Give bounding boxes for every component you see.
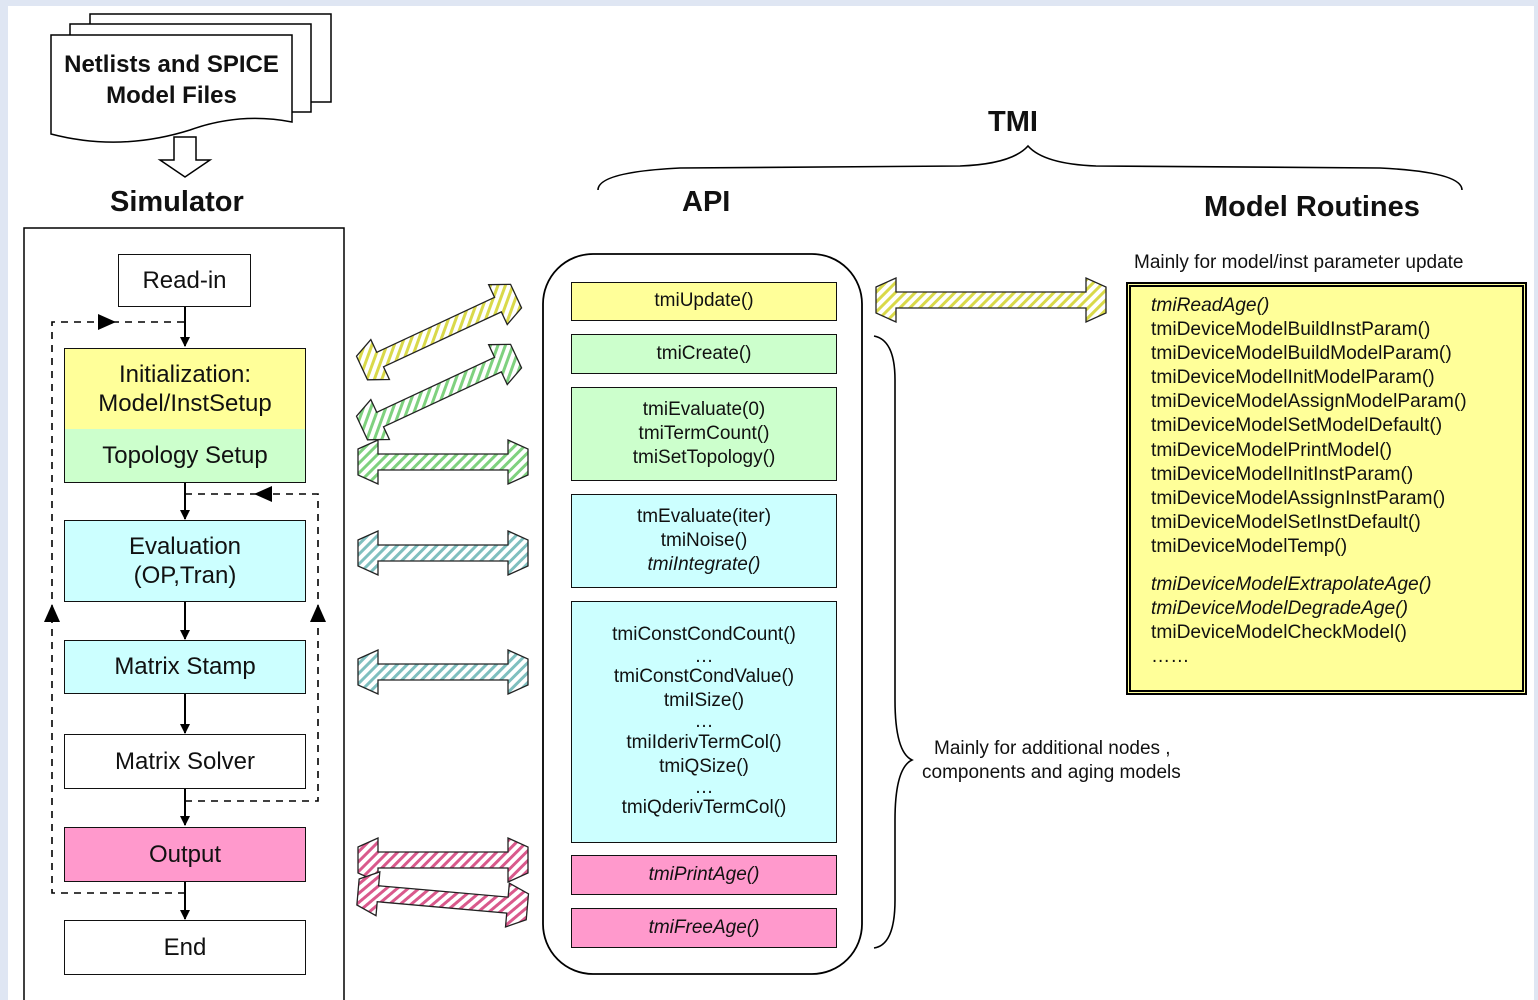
evaluation-line2: (OP,Tran) <box>133 562 237 589</box>
param-update-note: Mainly for model/inst parameter update <box>1134 252 1464 273</box>
api-ellipsis-1: … <box>694 645 714 667</box>
routine-set-model-default: tmiDeviceModelSetModelDefault() <box>1151 415 1443 437</box>
api-evaluate-iter: tmEvaluate(iter) <box>636 505 772 527</box>
api-group-brace <box>873 335 914 949</box>
api-ellipsis-3: … <box>694 777 714 799</box>
netlist-files-label: Netlists and SPICE Model Files <box>51 49 292 111</box>
routine-init-model-param: tmiDeviceModelInitModelParam() <box>1151 367 1435 389</box>
routine-set-inst-default: tmiDeviceModelSetInstDefault() <box>1151 511 1421 533</box>
document-stack-icon <box>50 13 332 143</box>
api-free-age-box: tmiFreeAge() <box>571 908 837 948</box>
api-free-age: tmiFreeAge() <box>648 916 760 938</box>
arrow-output-free <box>356 870 530 928</box>
matrix-solver-step: Matrix Solver <box>64 734 306 789</box>
api-cond-box: tmiConstCondCount() … tmiConstCondValue(… <box>571 601 837 843</box>
arrow-output-print <box>357 836 529 884</box>
netlist-files-line2: Model Files <box>106 82 237 110</box>
interface-arrows <box>355 276 1107 928</box>
simulator-heading: Simulator <box>110 186 244 218</box>
topology-setup-step: Topology Setup <box>64 429 306 483</box>
additional-nodes-line1: Mainly for additional nodes , <box>934 738 1171 759</box>
loop-arrowheads <box>44 314 326 622</box>
tmi-heading: TMI <box>988 106 1038 138</box>
api-print-age: tmiPrintAge() <box>648 863 760 885</box>
additional-nodes-line2: components and aging models <box>922 761 1181 783</box>
routine-check-model: tmiDeviceModelCheckModel() <box>1151 622 1407 644</box>
api-ellipsis-2: … <box>694 711 714 733</box>
api-set-topology: tmiSetTopology() <box>632 447 776 469</box>
routine-assign-inst-param: tmiDeviceModelAssignInstParam() <box>1151 487 1446 509</box>
api-print-age-box: tmiPrintAge() <box>571 855 837 895</box>
arrow-init-green <box>355 343 523 441</box>
initialization-step: Initialization: Model/InstSetup <box>64 348 306 430</box>
hollow-down-arrow <box>157 136 213 178</box>
api-create: tmiCreate() <box>656 342 752 364</box>
arrow-evaluation <box>357 529 529 577</box>
matrix-stamp-label: Matrix Stamp <box>114 653 256 681</box>
matrix-solver-label: Matrix Solver <box>114 747 256 775</box>
tmi-brace <box>597 144 1463 191</box>
arrow-topology <box>357 438 529 486</box>
window-top-border <box>0 0 1538 6</box>
model-routines-box: tmiReadAge() tmiDeviceModelBuildInstPara… <box>1126 282 1527 695</box>
simulator-frame <box>23 227 345 1000</box>
initialization-line1: Initialization: <box>118 360 252 388</box>
routine-temp: tmiDeviceModelTemp() <box>1151 535 1348 557</box>
output-step: Output <box>64 827 306 882</box>
api-q-size: tmiQSize() <box>659 755 749 777</box>
api-integrate: tmiIntegrate() <box>647 554 761 576</box>
routine-extrapolate-age: tmiDeviceModelExtrapolateAge() <box>1151 574 1432 596</box>
api-qderiv-term-col: tmiQderivTermCol() <box>621 797 787 819</box>
evaluation-line1: Evaluation <box>128 532 242 560</box>
evaluation-step: Evaluation (OP,Tran) <box>64 520 306 602</box>
routine-build-model-param: tmiDeviceModelBuildModelParam() <box>1151 343 1452 365</box>
matrix-stamp-step: Matrix Stamp <box>64 640 306 694</box>
window-left-border <box>0 0 8 1000</box>
routine-assign-model-param: tmiDeviceModelAssignModelParam() <box>1151 391 1467 413</box>
api-update-box: tmiUpdate() <box>571 282 837 321</box>
read-in-label: Read-in <box>142 266 227 294</box>
api-i-size: tmiISize() <box>663 690 745 712</box>
api-term-count: tmiTermCount() <box>638 422 770 444</box>
additional-nodes-note: Mainly for additional nodes , components… <box>922 737 1181 785</box>
initialization-line2: Model/InstSetup <box>98 390 272 417</box>
api-heading: API <box>682 186 731 218</box>
api-ideriv-term-col: tmiIderivTermCol() <box>626 731 782 753</box>
arrow-update-to-routines <box>875 276 1107 324</box>
netlist-files-line1: Netlists and SPICE <box>64 51 279 78</box>
api-evaluate-0: tmiEvaluate(0) <box>642 398 766 420</box>
api-iteration-box: tmEvaluate(iter) tmiNoise() tmiIntegrate… <box>571 494 837 588</box>
routine-read-age: tmiReadAge() <box>1151 295 1270 316</box>
routine-init-inst-param: tmiDeviceModelInitInstParam() <box>1151 463 1414 485</box>
window-right-border <box>1534 0 1538 1000</box>
api-update: tmiUpdate() <box>654 290 754 312</box>
arrow-matrix-stamp <box>357 648 529 696</box>
routine-degrade-age: tmiDeviceModelDegradeAge() <box>1151 598 1409 620</box>
api-create-box: tmiCreate() <box>571 334 837 374</box>
end-step: End <box>64 920 306 975</box>
api-noise: tmiNoise() <box>660 529 748 551</box>
read-in-step: Read-in <box>118 254 251 307</box>
routine-ellipsis: …… <box>1151 646 1190 668</box>
output-label: Output <box>148 840 222 868</box>
routine-build-inst-param: tmiDeviceModelBuildInstParam() <box>1151 319 1431 341</box>
routine-spacer <box>1151 559 1522 573</box>
end-label: End <box>163 933 207 961</box>
model-routines-heading: Model Routines <box>1204 191 1420 223</box>
api-const-cond-value: tmiConstCondValue() <box>613 665 795 687</box>
api-container <box>542 253 863 975</box>
routine-print-model: tmiDeviceModelPrintModel() <box>1151 439 1392 461</box>
api-const-cond-count: tmiConstCondCount() <box>612 624 796 646</box>
arrow-init-yellow <box>355 283 523 381</box>
topology-setup-label: Topology Setup <box>102 441 268 469</box>
api-evaluate-box: tmiEvaluate(0) tmiTermCount() tmiSetTopo… <box>571 387 837 481</box>
